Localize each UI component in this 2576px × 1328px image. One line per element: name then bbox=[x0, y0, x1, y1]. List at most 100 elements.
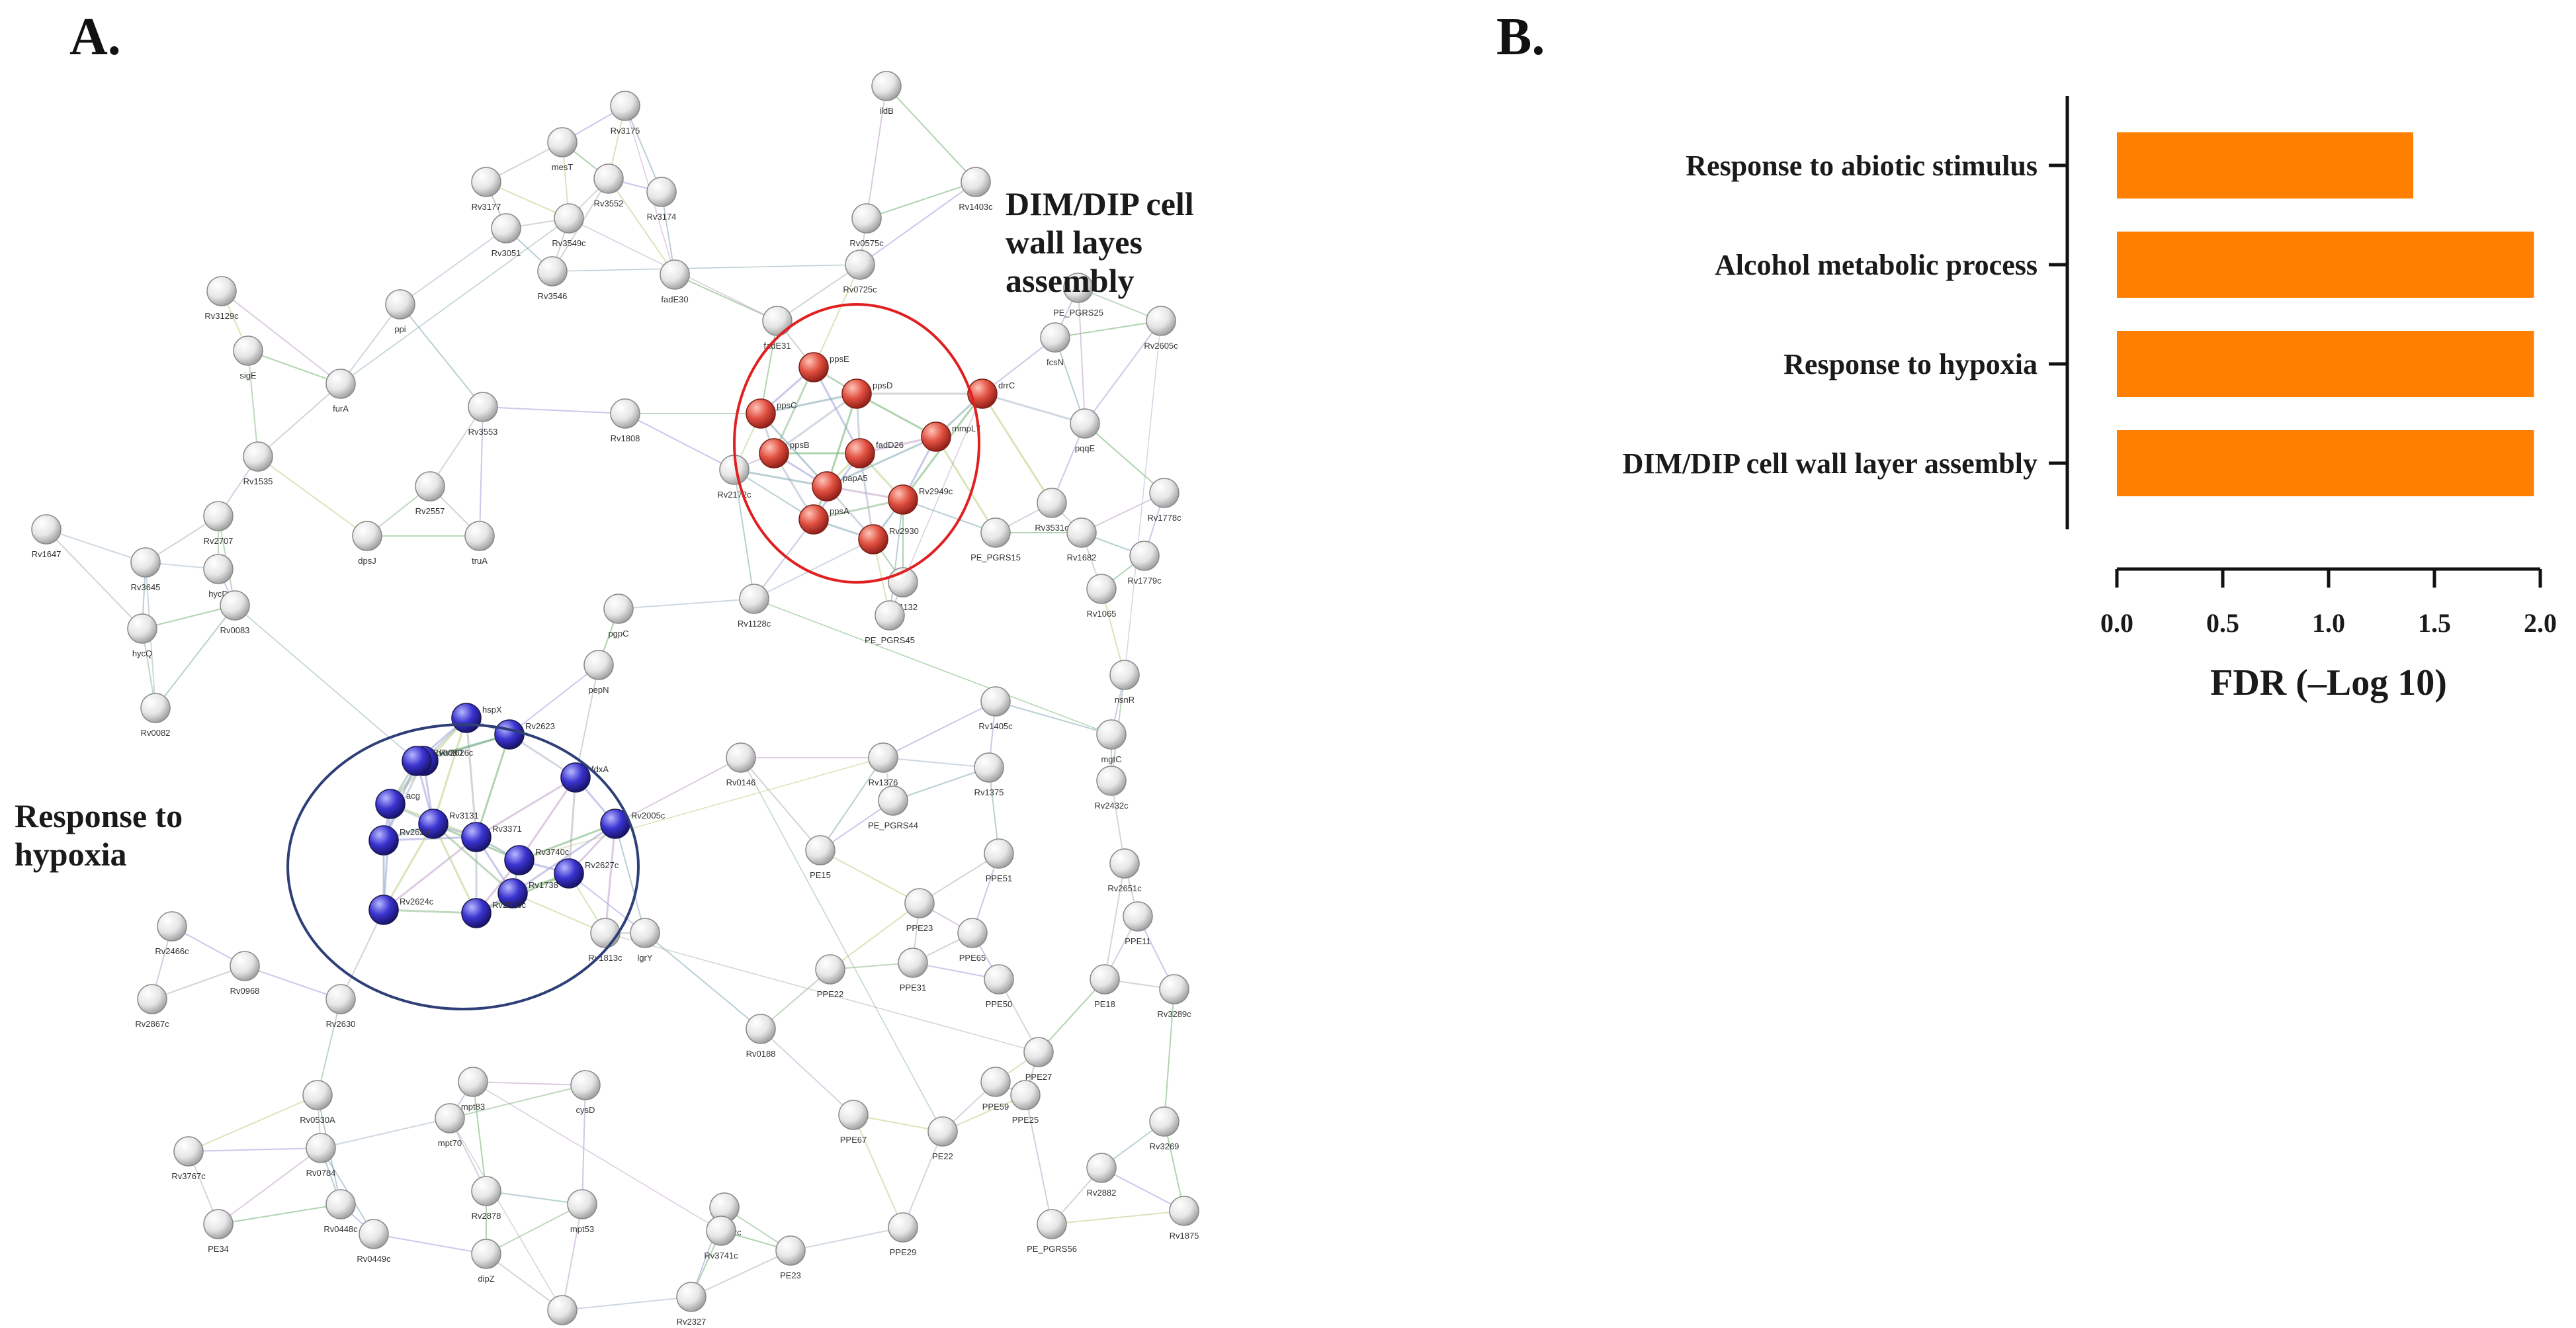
network-edge bbox=[383, 908, 477, 914]
node-label: Rv0448c bbox=[323, 1224, 358, 1234]
network-node-pe22: PE22 bbox=[927, 1116, 958, 1161]
node-label: Rv0146 bbox=[726, 777, 756, 787]
network-edge bbox=[188, 1147, 322, 1152]
node-sphere bbox=[554, 858, 584, 889]
node-label: sigE bbox=[239, 371, 257, 380]
node-label: Rv3175 bbox=[611, 126, 640, 136]
node-label: dpsJ bbox=[358, 556, 376, 566]
node-sphere bbox=[980, 686, 1011, 717]
network-edge bbox=[247, 350, 341, 384]
network-edge bbox=[340, 304, 401, 384]
network-edge bbox=[562, 1296, 692, 1311]
network-node-rv3177: Rv3177 bbox=[471, 167, 501, 212]
node-sphere bbox=[415, 471, 445, 502]
node-label: nsnR bbox=[1115, 695, 1135, 705]
node-label: Rv3549c bbox=[552, 238, 586, 248]
node-label: Rv2882 bbox=[1087, 1188, 1117, 1198]
network-node-trua: truA bbox=[464, 521, 495, 566]
node-sphere bbox=[203, 554, 234, 584]
network-edge bbox=[760, 1028, 854, 1116]
node-label: Rv2432c bbox=[1094, 801, 1129, 811]
network-node-papa5: papA5 bbox=[812, 471, 868, 502]
network-edge bbox=[400, 228, 507, 305]
network-node-ppe27: PPE27 bbox=[1023, 1037, 1054, 1082]
network-node-rv2707: Rv2707 bbox=[203, 501, 234, 546]
node-label: PPE22 bbox=[817, 989, 843, 999]
node-label: mgtC bbox=[1101, 754, 1121, 764]
node-label: PE_PGRS56 bbox=[1027, 1244, 1077, 1254]
node-label: Rv1875 bbox=[1170, 1231, 1199, 1241]
network-edge bbox=[615, 823, 646, 934]
node-label: PE_PGRS25 bbox=[1053, 308, 1103, 318]
node-sphere bbox=[845, 438, 875, 468]
node-sphere bbox=[1146, 306, 1176, 336]
network-node-rv0530a: Rv0530A bbox=[300, 1080, 335, 1125]
network-node-fcsn: fcsN bbox=[1040, 322, 1070, 367]
network-edge bbox=[188, 1094, 318, 1152]
network-node-rv1778c: Rv1778c bbox=[1147, 478, 1181, 523]
network-edge bbox=[383, 836, 477, 911]
network-node-pepn: pepN bbox=[583, 650, 614, 695]
node-label: papA5 bbox=[843, 473, 868, 483]
node-sphere bbox=[921, 421, 951, 452]
network-node-rv3740c: Rv3740c bbox=[504, 845, 570, 875]
node-sphere bbox=[1149, 1106, 1180, 1137]
node-sphere bbox=[746, 398, 776, 429]
node-sphere bbox=[1109, 848, 1140, 879]
network-edge bbox=[820, 850, 920, 904]
network-edge bbox=[142, 605, 236, 629]
network-node-rv1738: Rv1738 bbox=[497, 878, 558, 908]
node-label: hspX bbox=[482, 705, 502, 715]
node-sphere bbox=[471, 1239, 501, 1269]
network-node-rv2030c: Rv2030c bbox=[461, 898, 527, 928]
network-edge bbox=[866, 85, 887, 219]
node-sphere bbox=[1096, 719, 1127, 750]
node-sphere bbox=[762, 306, 793, 336]
network-edge bbox=[773, 367, 815, 454]
network-node-pe_pgrs25: PE_PGRS25 bbox=[1053, 273, 1103, 318]
node-sphere bbox=[302, 1080, 333, 1110]
node-sphere bbox=[815, 954, 845, 985]
node-sphere bbox=[957, 918, 988, 948]
node-sphere bbox=[927, 1116, 958, 1147]
node-label: cysD bbox=[576, 1105, 595, 1115]
node-sphere bbox=[838, 1100, 869, 1130]
network-node-ppsa: ppsA bbox=[798, 504, 849, 535]
network-node-rv1808: Rv1808 bbox=[610, 398, 640, 443]
node-sphere bbox=[1086, 1153, 1117, 1183]
network-edge bbox=[519, 822, 616, 862]
network-edge bbox=[218, 1204, 341, 1225]
network-edge bbox=[509, 664, 599, 735]
network-edge bbox=[604, 823, 617, 934]
node-sphere bbox=[1169, 1196, 1199, 1226]
node-sphere bbox=[590, 918, 621, 948]
node-sphere bbox=[325, 984, 356, 1014]
network-edge bbox=[942, 1094, 1026, 1132]
node-label: fdxA bbox=[591, 764, 609, 774]
network-node-ppi: ppi bbox=[385, 289, 415, 334]
network-node-rv2630: Rv2630 bbox=[325, 984, 356, 1029]
network-edge bbox=[1054, 337, 1086, 424]
node-sphere bbox=[1037, 1209, 1067, 1239]
node-label: PE15 bbox=[810, 870, 831, 880]
node-label: Rv1065 bbox=[1087, 609, 1117, 619]
node-label: Rv3131 bbox=[449, 811, 479, 820]
network-edge bbox=[400, 304, 484, 408]
node-label: Rv0083 bbox=[220, 625, 250, 635]
network-node-ppe51: PPE51 bbox=[984, 838, 1014, 883]
node-label: fcsN bbox=[1047, 357, 1064, 367]
network-edge bbox=[340, 218, 570, 384]
node-label: Rv2605c bbox=[1144, 341, 1178, 351]
node-label: mmpL7 bbox=[952, 423, 980, 433]
network-node-rv3767c: Rv3767c bbox=[171, 1136, 206, 1181]
network-edge bbox=[1038, 979, 1105, 1053]
network-edge bbox=[234, 605, 417, 762]
network-edge bbox=[902, 393, 983, 583]
node-label: Rv0968 bbox=[230, 986, 260, 996]
network-edge bbox=[644, 932, 761, 1030]
network-node-rv1813c: Rv1813c bbox=[588, 918, 623, 963]
network-node-ppe23: PPE23 bbox=[904, 888, 935, 933]
network-edge bbox=[734, 468, 828, 488]
node-sphere bbox=[451, 703, 482, 733]
